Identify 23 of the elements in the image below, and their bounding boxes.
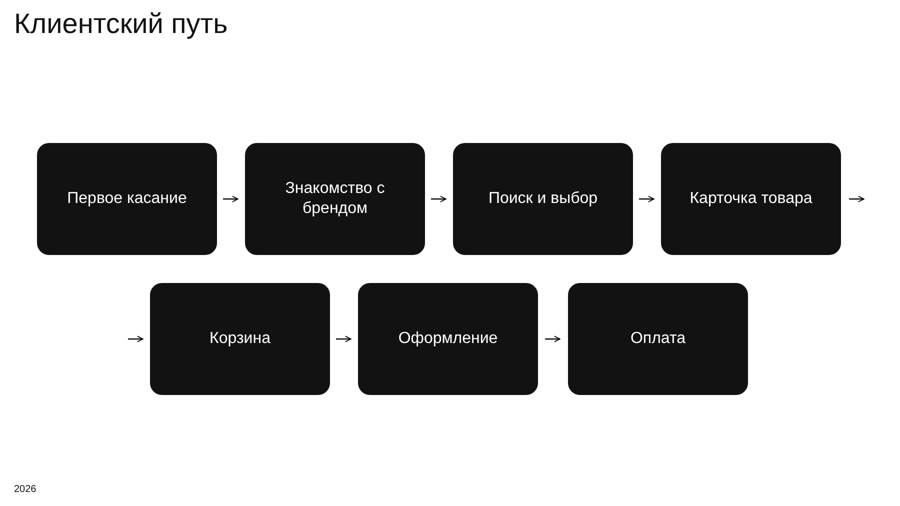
- step-box: [453, 143, 633, 255]
- step-box: [245, 143, 425, 255]
- step-label: Первое касание: [67, 189, 187, 209]
- step-box: [150, 283, 330, 395]
- arrow: [639, 196, 654, 202]
- arrow: [128, 336, 144, 342]
- step-box: [37, 143, 217, 255]
- step-label: Знакомство с брендом: [284, 179, 386, 219]
- step-box: [568, 283, 748, 395]
- step-label: Оформление: [398, 329, 498, 349]
- step-label: Поиск и выбор: [488, 189, 598, 209]
- step-box: [661, 143, 841, 255]
- arrow: [223, 196, 238, 202]
- arrow: [545, 336, 560, 342]
- arrow: [431, 196, 446, 202]
- step-label: Корзина: [210, 329, 270, 349]
- step-label: Карточка товара: [690, 189, 812, 209]
- step-label: Оплата: [630, 329, 686, 349]
- title: Клиентский путь: [14, 8, 228, 40]
- step-box: [358, 283, 538, 395]
- footer-note: 2026: [14, 484, 36, 495]
- arrow: [336, 336, 352, 342]
- arrow: [849, 196, 864, 202]
